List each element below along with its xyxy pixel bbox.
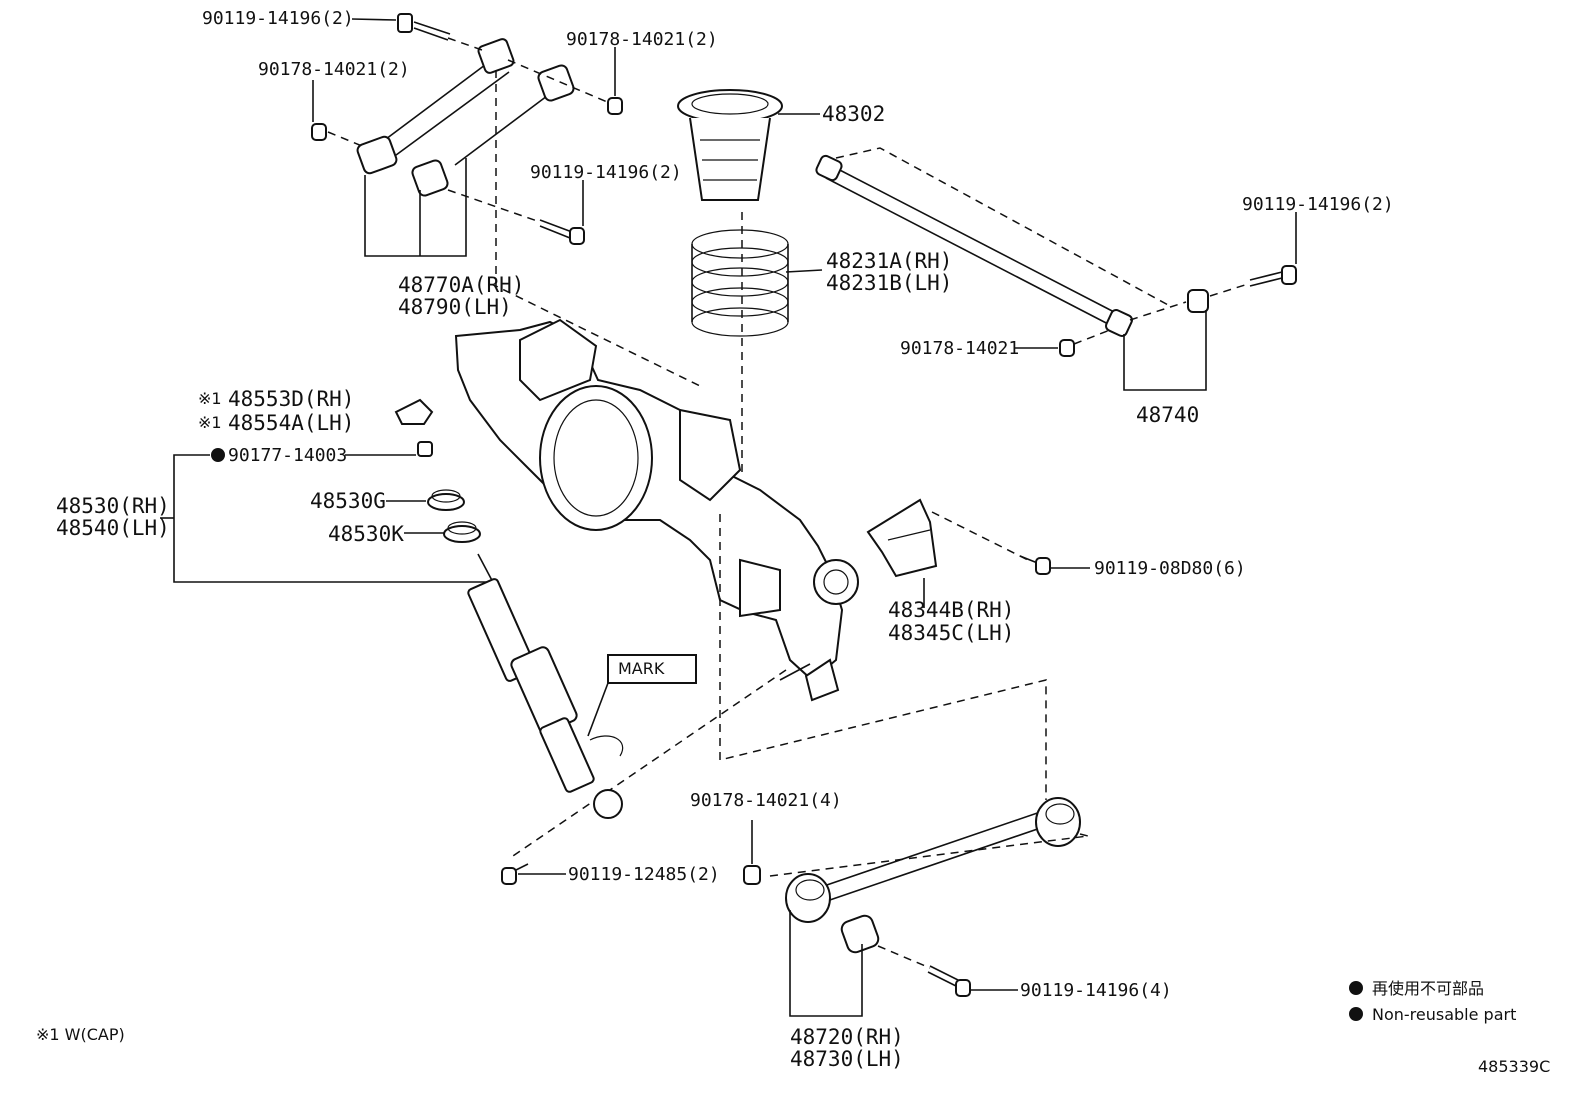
- cap-note-mark-1: ※1: [198, 389, 222, 408]
- label-90178-14021-topleft: 90178-14021(2): [258, 59, 410, 80]
- label-90119-14196-mid: 90119-14196(2): [530, 162, 682, 183]
- label-48790-lh: 48790(LH): [398, 295, 512, 319]
- label-90177-14003: 90177-14003: [228, 445, 347, 466]
- coil-spring-insulator-48302: [677, 89, 783, 201]
- non-reusable-dot-icon: [211, 448, 225, 462]
- label-48540-lh: 48540(LH): [56, 516, 170, 540]
- label-48730-lh: 48730(LH): [790, 1047, 904, 1071]
- label-48231A-rh: 48231A(RH): [826, 249, 952, 273]
- label-90178-14021-right: 90178-14021: [900, 338, 1019, 359]
- label-90178-14021-bottom: 90178-14021(4): [690, 790, 842, 811]
- bolt-90119-12485-icon: [501, 863, 529, 885]
- drawing-id: 485339C: [1478, 1057, 1550, 1076]
- label-48720-rh: 48720(RH): [790, 1025, 904, 1049]
- label-48554A-lh: 48554A(LH): [228, 411, 354, 435]
- cap-48553D-icon: [394, 398, 434, 425]
- label-48530-rh: 48530(RH): [56, 494, 170, 518]
- label-90119-12485: 90119-12485(2): [568, 864, 720, 885]
- legend-en: Non-reusable part: [1372, 1005, 1516, 1024]
- legend-dot-jp-icon: [1349, 981, 1363, 995]
- lateral-control-rod-48740: [815, 154, 1209, 391]
- label-48530G: 48530G: [310, 489, 386, 513]
- nut-90178-14021-right-icon: [1059, 339, 1075, 357]
- label-48345C-lh: 48345C(LH): [888, 621, 1014, 645]
- cap-note-mark-2: ※1: [198, 413, 222, 432]
- label-90119-08D80: 90119-08D80(6): [1094, 558, 1246, 579]
- axle-carrier-assembly: [454, 318, 859, 702]
- cushion-48530K-icon: [443, 521, 481, 543]
- coil-spring-48231: [691, 229, 789, 337]
- label-90178-14021-topright: 90178-14021(2): [566, 29, 718, 50]
- legend-jp: 再使用不可部品: [1372, 979, 1484, 998]
- label-48302: 48302: [822, 102, 885, 126]
- bolt-90119-14196-top-icon: [397, 13, 451, 41]
- label-90119-14196-right: 90119-14196(2): [1242, 194, 1394, 215]
- nut-90177-14003-icon: [417, 441, 433, 457]
- bolt-90119-14196-right-icon: [1249, 265, 1297, 287]
- label-90119-14196-bottom: 90119-14196(4): [1020, 980, 1172, 1001]
- footnote: ※1 W(CAP): [36, 1025, 125, 1044]
- nut-90178-14021-topleft-icon: [311, 123, 327, 141]
- label-48530K: 48530K: [328, 522, 404, 546]
- bolt-90119-14196-mid-icon: [539, 219, 585, 245]
- nut-90178-14021-bottom-icon: [743, 865, 761, 885]
- legend-dot-en-icon: [1349, 1007, 1363, 1021]
- bolt-90119-08D80-icon: [1019, 555, 1051, 575]
- label-48231B-lh: 48231B(LH): [826, 271, 952, 295]
- label-48770A-rh: 48770A(RH): [398, 273, 524, 297]
- bolt-90119-14196-bottom-icon: [927, 965, 971, 997]
- label-48553D-rh: 48553D(RH): [228, 387, 354, 411]
- nut-90178-14021-topright-icon: [607, 97, 623, 115]
- label-48344B-rh: 48344B(RH): [888, 598, 1014, 622]
- label-mark: MARK: [618, 659, 665, 678]
- upper-control-arm: [356, 38, 575, 257]
- shock-absorber-48530: [467, 553, 624, 819]
- lower-control-arm-48720: [785, 797, 1081, 1017]
- mark-callout-box: [607, 654, 697, 684]
- label-48740: 48740: [1136, 403, 1199, 427]
- cushion-48530G-icon: [427, 489, 465, 511]
- label-90119-14196-top: 90119-14196(2): [202, 8, 354, 29]
- upper-arm-bracket-48344B: [866, 498, 938, 578]
